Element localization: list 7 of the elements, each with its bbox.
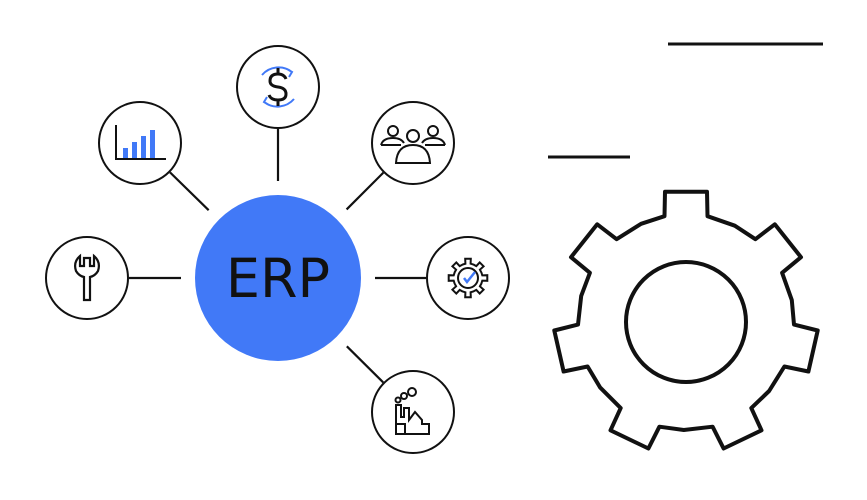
connector-line: [346, 346, 384, 384]
connector-line: [129, 276, 181, 280]
hub-label: ERP: [226, 246, 330, 310]
connector-line: [276, 129, 280, 181]
connector-line: [346, 172, 384, 210]
connector-line: [169, 172, 210, 211]
connector-line: [375, 276, 426, 280]
